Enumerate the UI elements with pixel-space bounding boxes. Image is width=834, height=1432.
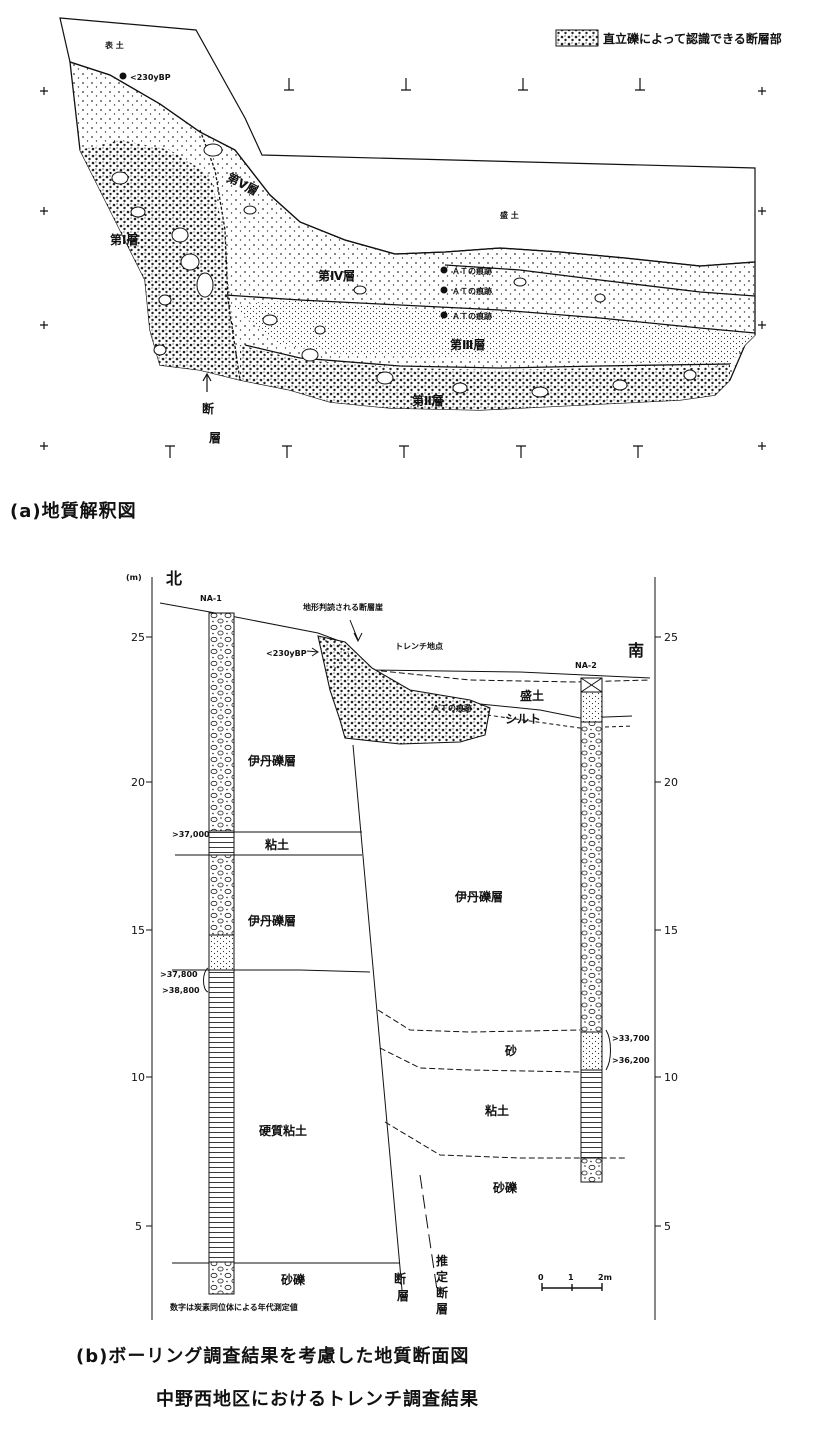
fig-a-sample-points xyxy=(119,72,448,319)
fig-a-layer2-label: 第Ⅱ層 xyxy=(412,393,444,408)
fig-b-cross-section: 25 20 15 10 5 25 20 15 10 5 (m) 北 南 xyxy=(126,569,678,1320)
svg-text:5: 5 xyxy=(135,1220,142,1233)
fig-b-gravel-label-1: 砂礫 xyxy=(280,1272,306,1287)
fig-a-layer3-zone xyxy=(230,300,755,365)
fig-b-silt-label: シルト xyxy=(505,712,541,726)
fig-a-layer4-label: 第Ⅳ層 xyxy=(318,268,355,283)
svg-text:20: 20 xyxy=(664,776,678,789)
svg-text:1: 1 xyxy=(568,1273,574,1282)
fig-b-age-1: >37,000 xyxy=(172,830,210,839)
fig-b-clay-label-1: 粘土 xyxy=(265,837,289,852)
fig-b-bracket-na2 xyxy=(605,1029,611,1071)
svg-text:25: 25 xyxy=(664,631,678,644)
fig-b-south: 南 xyxy=(628,641,644,660)
fig-a-fill-label: 盛 土 xyxy=(500,210,519,220)
fig-a-layer1-zone xyxy=(80,140,240,380)
fig-b-trench-upper xyxy=(318,636,360,670)
fig-b-inferred-char-3: 断 xyxy=(436,1285,448,1300)
fig-b-age-2: >37,800 xyxy=(160,970,198,979)
fig-b-fill-label: 盛土 xyxy=(520,688,544,703)
fig-a-date-label: <230yBP xyxy=(130,73,171,82)
svg-text:5: 5 xyxy=(664,1220,671,1233)
fig-a-topsoil-label: 表 土 xyxy=(104,40,124,50)
fig-b-fault-char-1: 断 xyxy=(394,1271,406,1286)
fig-b-clay-label-2: 粘土 xyxy=(485,1103,509,1118)
fig-b-age-3: >38,800 xyxy=(162,986,200,995)
fig-a-legend-text: 直立礫によって認識できる断層部 xyxy=(603,31,782,46)
fig-b-sand-label: 砂 xyxy=(504,1043,517,1058)
fig-b-fault-char-2: 層 xyxy=(397,1289,409,1303)
svg-text:20: 20 xyxy=(131,776,145,789)
fig-b-age-4: >33,700 xyxy=(612,1034,650,1043)
fig-b-axis-ticks-left: 25 20 15 10 5 xyxy=(131,631,145,1233)
fig-a-tick-marks xyxy=(40,78,766,458)
svg-text:10: 10 xyxy=(664,1071,678,1084)
fig-b-inferred-char-1: 推 xyxy=(436,1253,448,1268)
fig-a-layer1-label: 第Ⅰ層 xyxy=(110,232,138,247)
fig-b-itami-label-3: 伊丹礫層 xyxy=(454,889,503,904)
fig-a-boundaries xyxy=(199,129,756,381)
fig-b-bh2-label: NA-2 xyxy=(575,661,597,670)
fig-b-date-label: <230yBP xyxy=(266,649,307,658)
fig-a-at-trace-2: ＡＴの痕跡 xyxy=(452,286,492,296)
svg-text:10: 10 xyxy=(131,1071,145,1084)
svg-text:15: 15 xyxy=(664,924,678,937)
fig-a-caption: (a)地質解釈図 xyxy=(10,500,137,522)
fig-b-caption: (b)ボーリング調査結果を考慮した地質断面図 xyxy=(76,1345,469,1367)
fig-b-inferred-char-2: 定 xyxy=(436,1269,448,1284)
fig-b-axis-ticks-right: 25 20 15 10 5 xyxy=(664,631,678,1233)
fig-a-at-trace-1: ＡＴの痕跡 xyxy=(452,266,492,276)
fig-b-unit: (m) xyxy=(126,573,142,582)
fig-a-fault-char-2: 層 xyxy=(209,431,221,445)
fig-b-scarp-label: 地形判読される断層崖 xyxy=(303,602,383,612)
fig-b-north: 北 xyxy=(166,569,182,588)
fig-b-itami-label-1: 伊丹礫層 xyxy=(247,753,296,768)
fig-b-gravel-label-2: 砂礫 xyxy=(492,1180,518,1195)
fig-b-bracket-na1 xyxy=(203,967,209,993)
fig-b-bh1-label: NA-1 xyxy=(200,594,222,603)
fig-b-inferred-char-4: 層 xyxy=(436,1302,448,1316)
fig-a-fault-char-1: 断 xyxy=(202,401,214,416)
fig-b-at-trace-label: ＡＴの痕跡 xyxy=(432,703,472,713)
fig-a-cross-section: 直立礫によって認識できる断層部 表 土 盛 土 <230yBP 第Ⅰ層 第Ⅱ層 … xyxy=(40,17,782,458)
fig-b-axes xyxy=(146,577,661,1320)
page-title: 中野西地区におけるトレンチ調査結果 xyxy=(156,1388,479,1410)
fig-b-scale-bar: 0 1 2m xyxy=(538,1273,612,1291)
fig-b-trench-section xyxy=(317,635,491,745)
fig-b-hard-clay-label: 硬質粘土 xyxy=(259,1123,307,1138)
fig-a-pebbles xyxy=(111,143,697,398)
fig-a-at-trace-3: ＡＴの痕跡 xyxy=(452,311,492,321)
svg-text:2m: 2m xyxy=(598,1273,612,1282)
fig-a-layer3-label: 第Ⅲ層 xyxy=(450,337,485,352)
fig-b-borehole-na1 xyxy=(208,612,235,1295)
fig-a-layer2-zone xyxy=(240,345,730,410)
svg-text:15: 15 xyxy=(131,924,145,937)
fig-a-fault-arrow xyxy=(202,372,212,392)
svg-text:0: 0 xyxy=(538,1273,544,1282)
fig-b-itami-label-2: 伊丹礫層 xyxy=(247,913,296,928)
fig-b-age-5: >36,200 xyxy=(612,1056,650,1065)
fig-a-legend-swatch xyxy=(555,29,599,47)
svg-text:25: 25 xyxy=(131,631,145,644)
fig-b-note: 数字は炭素同位体による年代測定値 xyxy=(170,1302,298,1312)
fig-b-borehole-na2 xyxy=(580,677,603,1183)
fig-b-trench-site-label: トレンチ地点 xyxy=(395,641,443,651)
